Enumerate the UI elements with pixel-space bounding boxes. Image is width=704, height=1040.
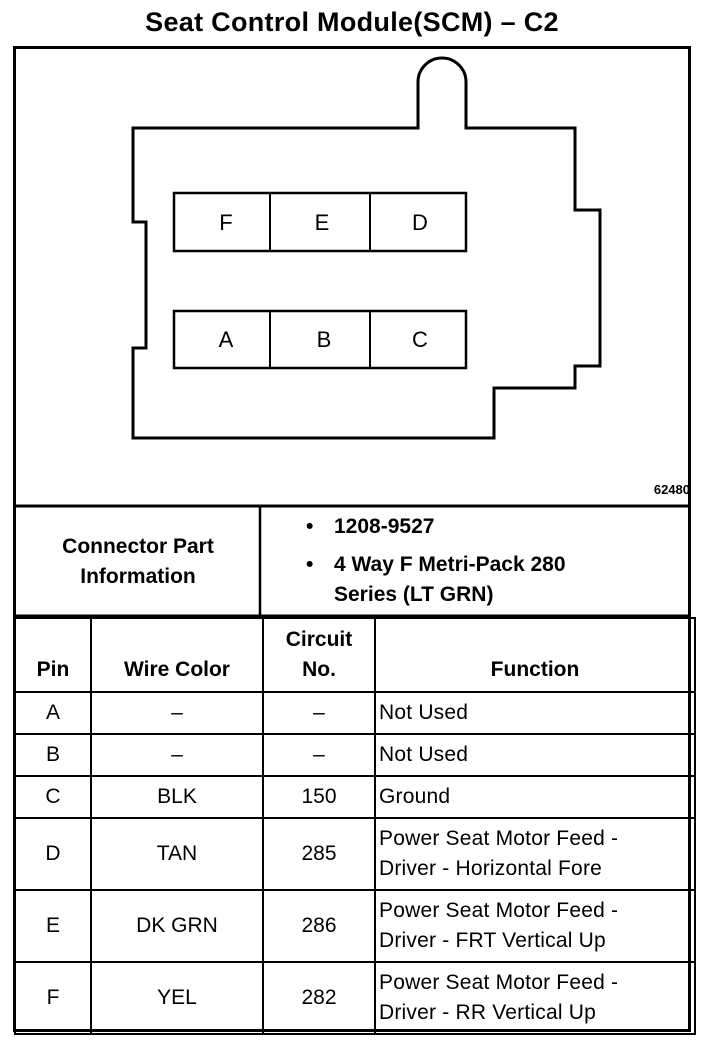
connector-info-label: Connector Part Information — [16, 508, 260, 616]
cell-function: Power Seat Motor Feed - Driver - Horizon… — [374, 817, 696, 891]
cell-wire: TAN — [90, 817, 264, 891]
header-circuit-line2: No. — [302, 658, 336, 681]
connector-body-outline — [131, 56, 602, 440]
table-row: D TAN 285 Power Seat Motor Feed - Driver… — [14, 817, 696, 891]
pin-table: Pin Wire Color Circuit No. Function A – … — [14, 617, 696, 1035]
cell-pin: A — [14, 691, 92, 735]
part-number: 1208-9527 — [334, 515, 435, 538]
cell-function: Power Seat Motor Feed - Driver - RR Vert… — [374, 961, 696, 1035]
cell-circuit: 286 — [262, 889, 376, 963]
info-section-lines — [13, 506, 691, 618]
bullet-icon: • — [306, 515, 314, 538]
connector-info-item: • 1208-9527 — [300, 512, 690, 542]
cell-circuit: 150 — [262, 775, 376, 819]
cell-circuit: 285 — [262, 817, 376, 891]
table-header-row: Pin Wire Color Circuit No. Function — [14, 617, 696, 693]
header-wire-color: Wire Color — [90, 617, 264, 693]
connector-info-label-line2: Information — [80, 565, 196, 588]
cell-pin: B — [14, 733, 92, 777]
connector-info-list: • 1208-9527 • 4 Way F Metri-Pack 280 Ser… — [300, 512, 690, 618]
connector-info-item: • 4 Way F Metri-Pack 280 Series (LT GRN) — [300, 550, 690, 610]
cell-circuit: 282 — [262, 961, 376, 1035]
connector-info-label-line1: Connector Part — [62, 535, 214, 558]
connector-type-line2: Series (LT GRN) — [334, 583, 494, 606]
header-pin: Pin — [14, 617, 92, 693]
pin-label-c: C — [412, 327, 428, 352]
pin-label-b: B — [317, 327, 332, 352]
cell-wire: – — [90, 691, 264, 735]
cell-function: Ground — [374, 775, 696, 819]
function-line2: Driver - RR Vertical Up — [379, 1001, 596, 1024]
table-row: C BLK 150 Ground — [14, 775, 696, 819]
header-circuit: Circuit No. — [262, 617, 376, 693]
table-row: B – – Not Used — [14, 733, 696, 777]
function-line1: Power Seat Motor Feed - — [379, 899, 619, 922]
table-row: F YEL 282 Power Seat Motor Feed - Driver… — [14, 961, 696, 1035]
bullet-icon: • — [306, 553, 314, 576]
cell-function: Power Seat Motor Feed - Driver - FRT Ver… — [374, 889, 696, 963]
pin-label-d: D — [412, 210, 428, 235]
page-title: Seat Control Module(SCM) – C2 — [145, 7, 559, 37]
cell-pin: D — [14, 817, 92, 891]
figure-id: 62480 — [653, 482, 690, 497]
function-line1: Power Seat Motor Feed - — [379, 971, 619, 994]
cell-function: Not Used — [374, 733, 696, 777]
cell-pin: F — [14, 961, 92, 1035]
table-row: A – – Not Used — [14, 691, 696, 735]
cell-function: Not Used — [374, 691, 696, 735]
pin-label-e: E — [315, 210, 330, 235]
cell-pin: C — [14, 775, 92, 819]
cell-wire: – — [90, 733, 264, 777]
cell-circuit: – — [262, 733, 376, 777]
pin-label-a: A — [219, 327, 234, 352]
cell-wire: DK GRN — [90, 889, 264, 963]
function-line1: Power Seat Motor Feed - — [379, 827, 619, 850]
cavity-row-bottom — [172, 309, 468, 370]
cavity-row-top — [172, 191, 468, 253]
function-line2: Driver - Horizontal Fore — [379, 857, 603, 880]
cell-wire: YEL — [90, 961, 264, 1035]
table-row: E DK GRN 286 Power Seat Motor Feed - Dri… — [14, 889, 696, 963]
cell-pin: E — [14, 889, 92, 963]
header-function: Function — [374, 617, 696, 693]
cell-wire: BLK — [90, 775, 264, 819]
cell-circuit: – — [262, 691, 376, 735]
connector-diagram: F E D A B C — [13, 56, 691, 508]
pin-label-f: F — [219, 210, 232, 235]
connector-type-line1: 4 Way F Metri-Pack 280 — [334, 553, 566, 576]
function-line2: Driver - FRT Vertical Up — [379, 929, 606, 952]
header-circuit-line1: Circuit — [285, 628, 353, 651]
